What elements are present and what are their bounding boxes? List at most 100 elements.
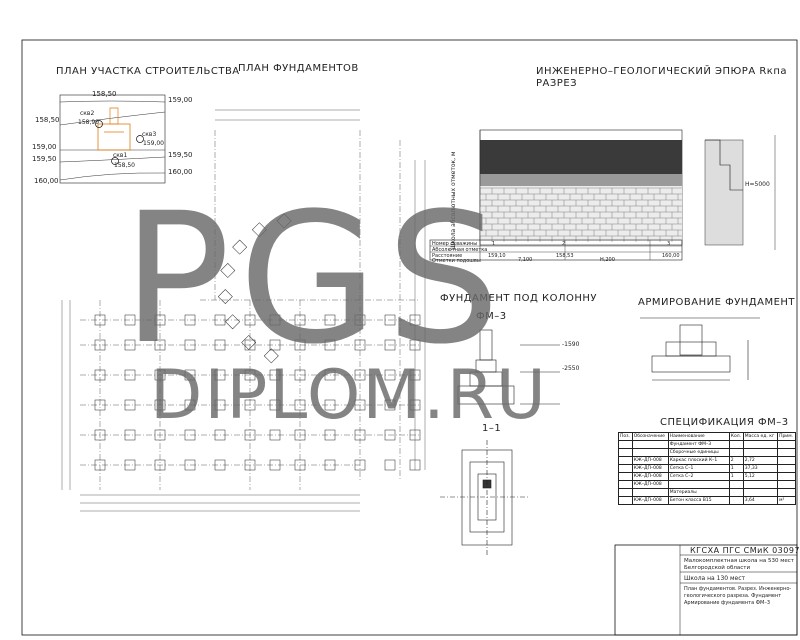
- spec-cell: 2: [728, 456, 744, 465]
- title-block-frame: [614, 544, 798, 636]
- watermark-pgs: PGS: [122, 175, 509, 384]
- elevation-mark: -1590: [562, 341, 580, 348]
- spec-cell: [728, 488, 744, 497]
- footing: [184, 314, 196, 326]
- well-number: 3: [667, 241, 671, 247]
- row-label: Отметки подошвы: [432, 258, 481, 264]
- epure-subtitle: РАЗРЕЗ: [536, 78, 578, 89]
- spec-cell: [728, 496, 744, 505]
- footing: [409, 429, 421, 441]
- spec-cell: Сетка С–1: [667, 464, 730, 473]
- footing: [214, 314, 226, 326]
- footing: [324, 399, 336, 411]
- footing: [154, 314, 166, 326]
- drawing-code: КГСХА ПГС СМиК 03097: [690, 546, 800, 555]
- row-label: Абсолютная отметка: [432, 247, 488, 253]
- footing: [124, 399, 136, 411]
- spec-cell: Бетон класса В15: [667, 496, 730, 505]
- spec-cell: Материалы: [667, 488, 730, 497]
- spec-header-cell: Прим.: [777, 432, 796, 441]
- object-region: Белгородской области: [684, 565, 751, 571]
- footing: [354, 314, 366, 326]
- well-mark: 158,90: [78, 119, 99, 126]
- spec-cell: [777, 480, 796, 489]
- well-mark: 159,00: [143, 140, 164, 147]
- footing: [384, 399, 396, 411]
- contour-label: 158,50: [35, 116, 60, 124]
- footing: [154, 459, 166, 471]
- table-row: Материалы: [618, 488, 796, 497]
- footing: [384, 429, 396, 441]
- contour-label: 160,00: [168, 168, 193, 176]
- footing: [354, 339, 366, 351]
- footing: [184, 369, 196, 381]
- footing: [409, 339, 421, 351]
- bottom-mark: 158,53: [556, 253, 574, 259]
- distance-label: 7,100: [518, 257, 533, 263]
- footing: [269, 314, 281, 326]
- contour-label: 159,50: [32, 155, 57, 163]
- reinforcement-title: АРМИРОВАНИЕ ФУНДАМЕНТ: [638, 297, 796, 308]
- footing: [94, 369, 106, 381]
- well-mark: 158,50: [114, 162, 135, 169]
- spec-cell: [777, 488, 796, 497]
- fm3-elevation: [457, 329, 560, 405]
- elevation-mark: -2550: [562, 365, 580, 372]
- spec-cell: [777, 464, 796, 473]
- footing: [154, 429, 166, 441]
- object-name: Малокомплектная школа на 530 мест: [684, 558, 794, 564]
- spec-title: СПЕЦИФИКАЦИЯ ФМ–3: [660, 417, 789, 428]
- spec-cell: [618, 472, 633, 481]
- contour-label: 160,00: [34, 177, 59, 185]
- footing: [214, 429, 226, 441]
- spec-cell: КЖ–ДП–008: [631, 496, 669, 505]
- footing: [154, 339, 166, 351]
- footing: [269, 429, 281, 441]
- site-plan-title: ПЛАН УЧАСТКА СТРОИТЕЛЬСТВА: [56, 66, 240, 77]
- spec-cell: [631, 448, 669, 457]
- footing: [220, 263, 236, 278]
- footing: [154, 369, 166, 381]
- spec-cell: [777, 456, 796, 465]
- fm3-title: ФМ–3: [476, 311, 507, 322]
- footing: [184, 399, 196, 411]
- well-number: 2: [562, 241, 566, 247]
- contour-label: 159,00: [32, 143, 57, 151]
- footing: [184, 339, 196, 351]
- bottom-mark: 160,00: [662, 253, 680, 259]
- footing: [124, 369, 136, 381]
- sheet-contents: Армирование фундамента ФМ–3: [684, 600, 771, 606]
- footing: [94, 399, 106, 411]
- footing: [294, 339, 306, 351]
- footing: [354, 429, 366, 441]
- contour-label: 158,50: [92, 90, 117, 98]
- column-foundation-title: ФУНДАМЕНТ ПОД КОЛОННУ: [440, 293, 598, 304]
- spec-cell: КЖ–ДП–008: [631, 464, 669, 473]
- spec-cell: [728, 480, 744, 489]
- spec-header-cell: Масса ед. кг: [742, 432, 779, 441]
- contour-label: 159,00: [168, 96, 193, 104]
- footing: [294, 369, 306, 381]
- spec-header-cell: Поз.: [618, 432, 633, 441]
- spec-cell: [777, 440, 796, 449]
- spec-header-row: Поз. Обозначение Наименование Кол. Масса…: [618, 432, 796, 441]
- spec-cell: [618, 480, 633, 489]
- sheet-contents: геологического разреза. Фундамент: [684, 593, 782, 599]
- sheet-contents: План фундаментов. Разрез. Инженерно-: [684, 586, 792, 592]
- spec-header-cell: Наименование: [667, 432, 730, 441]
- footing: [269, 369, 281, 381]
- spec-cell: [618, 440, 633, 449]
- spec-cell: Фундамент ФМ–3: [667, 440, 730, 449]
- footing: [184, 429, 196, 441]
- spec-cell: 2,72: [742, 456, 779, 465]
- footing: [354, 399, 366, 411]
- footing: [244, 459, 256, 471]
- footing: [269, 459, 281, 471]
- footing: [269, 339, 281, 351]
- well-label: скв1: [113, 152, 128, 159]
